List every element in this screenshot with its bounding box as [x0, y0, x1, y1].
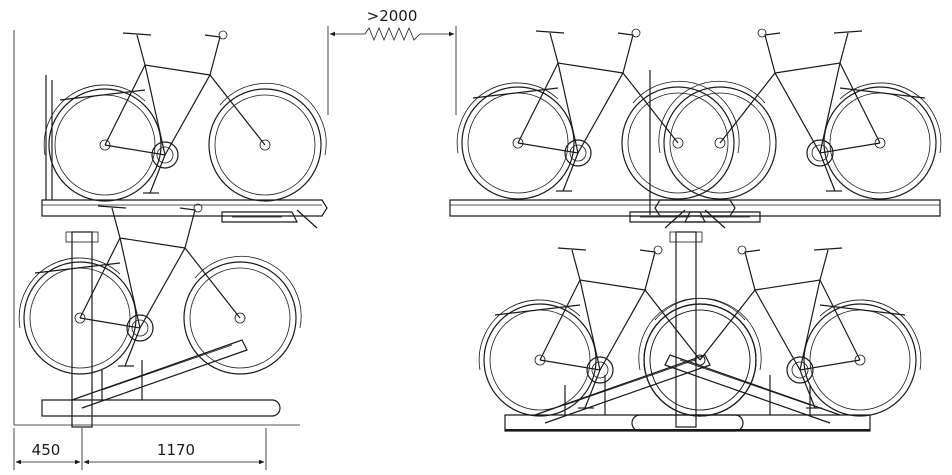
- right-elevation: [449, 28, 942, 432]
- upper-bicycle-right-b: [658, 28, 942, 200]
- gap-dimension-label: >2000: [367, 7, 418, 25]
- length-dimension-label: 1170: [157, 441, 195, 459]
- upper-tray-right-a: [449, 199, 736, 229]
- support-post-right: [675, 231, 697, 428]
- upper-bicycle-left: [43, 30, 327, 202]
- lower-bicycle-left: [18, 203, 302, 375]
- lower-tray-left: [41, 339, 281, 417]
- lower-bicycle-right-a: [478, 245, 762, 417]
- offset-dimension-label: 450: [32, 441, 61, 459]
- lower-tray-right-b: [631, 354, 871, 432]
- bottom-dimensions: 450 1170: [13, 428, 267, 470]
- left-elevation: [18, 30, 328, 428]
- gap-dimension: >2000: [327, 7, 457, 115]
- lower-tray-right-a: [504, 354, 744, 432]
- upper-tray-right-b: [654, 199, 941, 229]
- upper-tray-left: [41, 199, 328, 229]
- lower-bicycle-right-b: [638, 245, 922, 417]
- upper-bicycle-right-a: [456, 28, 740, 200]
- support-post-left: [71, 231, 93, 428]
